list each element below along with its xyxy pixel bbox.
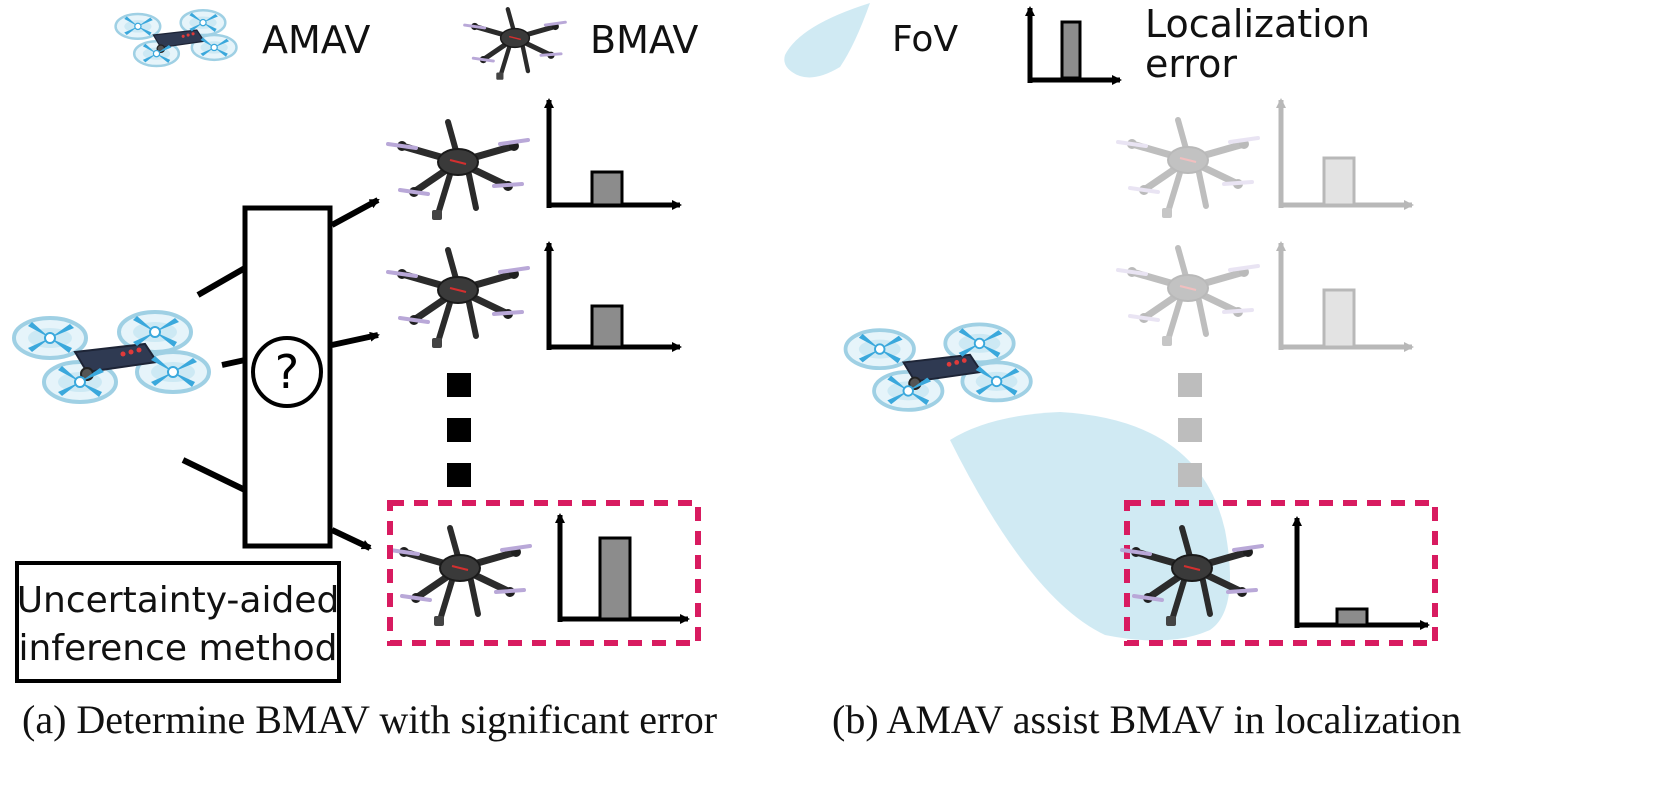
input-line-bottom (181, 457, 247, 493)
amav-drone-icon (843, 322, 1033, 412)
ellipsis-dot (447, 463, 471, 487)
ellipsis-dot (447, 373, 471, 397)
arrow-to-bmav-2 (331, 331, 380, 348)
ellipsis-dot (1178, 463, 1202, 487)
arrow-to-bmav-3 (330, 527, 372, 551)
error-chart-3 (555, 513, 690, 624)
error-bar-high (598, 536, 632, 621)
ellipsis-dot (1178, 373, 1202, 397)
amav-legend-icon (114, 8, 238, 68)
legend-error-label-line1: Localization (1145, 2, 1370, 46)
question-mark: ? (275, 345, 299, 399)
bmav-drone-icon (388, 122, 528, 220)
method-label-line2: inference method (18, 628, 337, 669)
bmav-drone-icon (1118, 120, 1258, 218)
highlight-box-a (387, 500, 701, 646)
error-legend-icon (1025, 6, 1122, 85)
ellipsis-dot (447, 418, 471, 442)
error-bar-low (1322, 288, 1356, 349)
faded-bmav-group (1118, 120, 1258, 346)
faded-error-chart-1 (1276, 98, 1414, 210)
legend-bmav-label: BMAV (590, 18, 698, 62)
error-bar-low (1322, 156, 1356, 207)
legend-error-label-line2: error (1145, 42, 1237, 86)
bmav-drone-icon (1118, 248, 1258, 346)
error-chart-3-reduced (1292, 516, 1430, 630)
error-bar-low (590, 304, 624, 349)
faded-error-chart-2 (1276, 241, 1414, 352)
question-circle-icon (251, 336, 323, 408)
error-chart-1 (544, 98, 682, 210)
amav-drone-icon (12, 310, 211, 404)
input-line-top (196, 265, 247, 298)
error-bar-reduced (1335, 607, 1369, 627)
input-line-mid (221, 357, 246, 368)
error-chart-2 (544, 241, 682, 352)
caption-a: (a) Determine BMAV with significant erro… (22, 697, 717, 742)
caption-b: (b) AMAV assist BMAV in localization (832, 697, 1461, 742)
arrow-to-bmav-1 (330, 197, 380, 228)
panel-a: ? Uncertainty-aided inference method (12, 98, 717, 742)
ellipsis-dot (1178, 418, 1202, 442)
error-bar-low (590, 170, 624, 207)
fov-legend-icon (784, 3, 870, 78)
method-label-line1: Uncertainty-aided (17, 580, 340, 621)
legend-fov-label: FoV (892, 19, 958, 60)
method-label-box (15, 561, 341, 683)
panel-b: (b) AMAV assist BMAV in localization (832, 98, 1461, 742)
bmav-drone-icon (390, 528, 530, 626)
bmav-legend-icon (465, 9, 566, 80)
highlight-box-b (1124, 500, 1438, 646)
bmav-drone-icon (388, 250, 528, 348)
fov-cone (950, 412, 1230, 641)
legend: AMAV BMAV FoV Localization error (114, 2, 1370, 86)
legend-amav-label: AMAV (262, 18, 370, 62)
